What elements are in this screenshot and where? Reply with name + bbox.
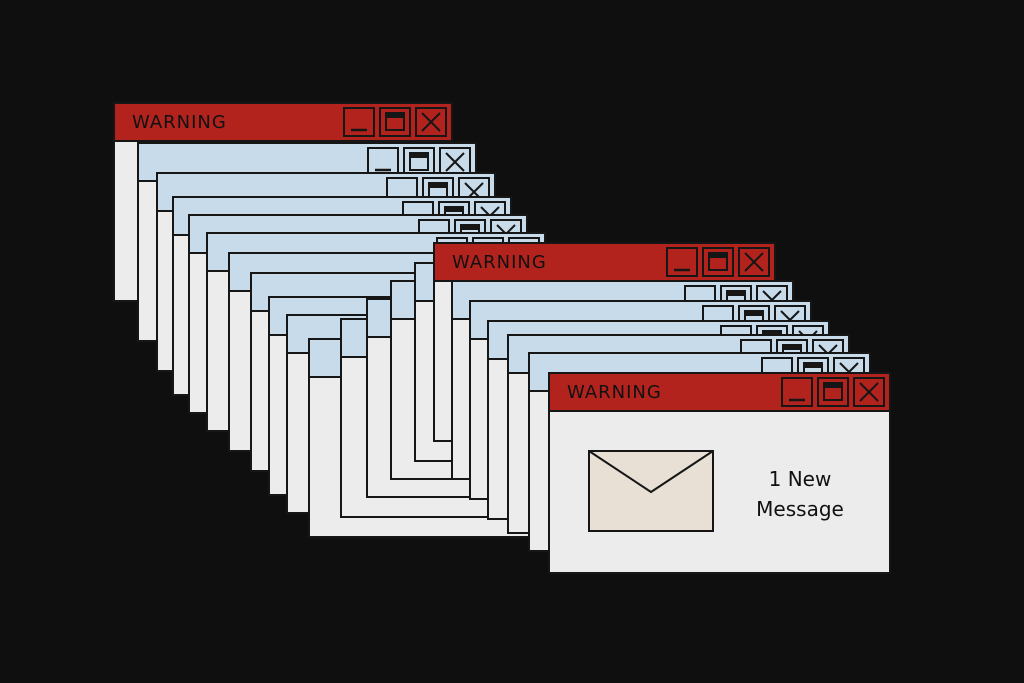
close-button[interactable] <box>738 247 770 277</box>
close-button[interactable] <box>415 107 447 137</box>
maximize-icon <box>708 252 728 271</box>
maximize-button[interactable] <box>702 247 734 277</box>
title-bar[interactable]: WARNING <box>115 104 451 142</box>
window-title: WARNING <box>567 382 662 403</box>
window-controls <box>343 107 447 137</box>
maximize-icon <box>823 382 843 401</box>
minimize-icon <box>351 128 367 132</box>
message-line-2: Message <box>756 497 844 521</box>
window-title: WARNING <box>132 112 227 133</box>
close-icon <box>744 252 764 272</box>
maximize-button[interactable] <box>817 377 849 407</box>
title-bar[interactable]: WARNING <box>550 374 889 412</box>
minimize-icon <box>789 398 805 402</box>
window-controls <box>781 377 885 407</box>
minimize-button[interactable] <box>666 247 698 277</box>
maximize-button[interactable] <box>379 107 411 137</box>
window-title: WARNING <box>452 252 547 273</box>
minimize-button[interactable] <box>343 107 375 137</box>
maximize-icon <box>409 152 429 171</box>
title-bar[interactable]: WARNING <box>435 244 774 282</box>
close-icon <box>859 382 879 402</box>
close-icon <box>421 112 441 132</box>
window-controls <box>666 247 770 277</box>
maximize-icon <box>385 112 405 131</box>
minimize-icon <box>674 268 690 272</box>
minimize-icon <box>375 168 391 172</box>
close-icon <box>445 152 465 172</box>
message-line-1: 1 New <box>768 467 832 491</box>
close-button[interactable] <box>853 377 885 407</box>
minimize-button[interactable] <box>781 377 813 407</box>
envelope-icon[interactable] <box>588 450 714 532</box>
